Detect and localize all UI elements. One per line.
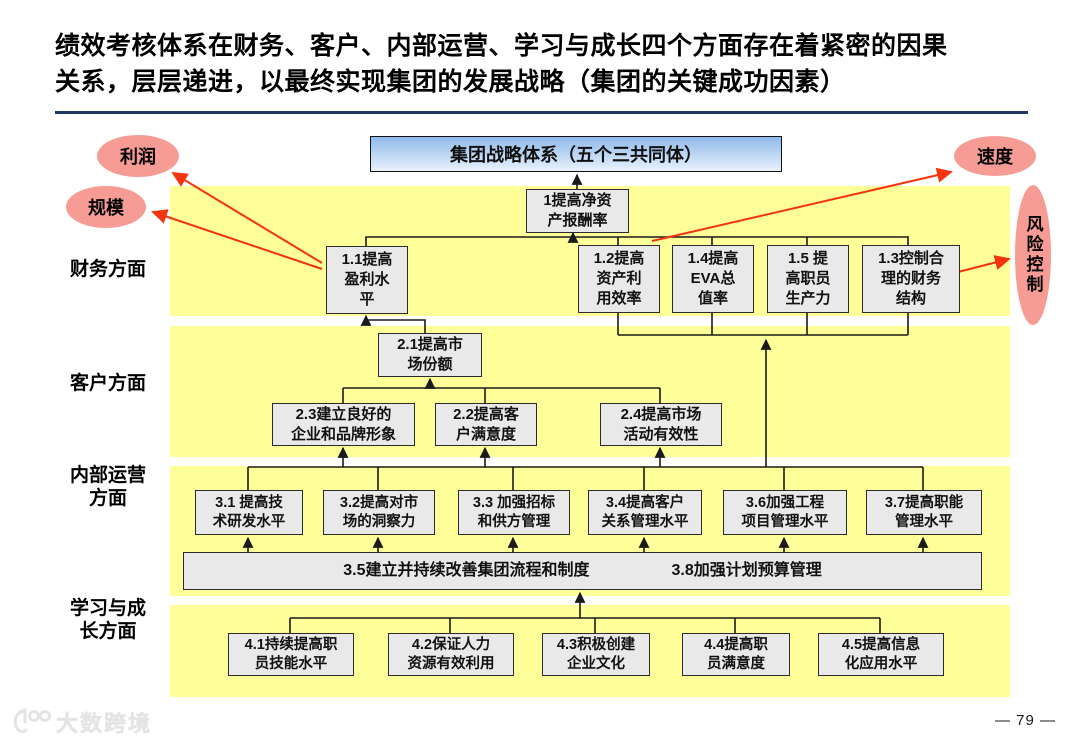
box-3-6-project-management: 3.6加强工程 项目管理水平 [723, 490, 847, 535]
strategy-system-box: 集团战略体系（五个三共同体） [370, 136, 782, 172]
box-1-1-profit-level: 1.1提高 盈利水 平 [326, 246, 408, 314]
section-label-finance: 财务方面 [69, 259, 146, 280]
box-3-5-process-label: 3.5建立并持续改善集团流程和制度 [343, 562, 590, 579]
box-1-4-eva: 1.4提高 EVA总 值率 [672, 245, 754, 313]
section-label-learning: 学习与成 长方面 [69, 598, 146, 642]
ellipse-risk-control: 风险控制 [1015, 185, 1051, 325]
box-4-3-corporate-culture: 4.3积极创建 企业文化 [542, 633, 650, 676]
box-3-4-customer-relation: 3.4提高客户 关系管理水平 [588, 490, 702, 535]
section-label-customer: 客户方面 [69, 373, 146, 394]
box-2-2-customer-satisfaction: 2.2提高客 户满意度 [435, 403, 537, 446]
ellipse-profit: 利润 [97, 135, 179, 177]
box-1-3-financial-structure: 1.3控制合 理的财务 结构 [862, 245, 960, 313]
ellipse-speed: 速度 [954, 136, 1036, 176]
box-1-2-asset-efficiency: 1.2提高 资产利 用效率 [578, 245, 660, 313]
box-4-1-staff-skills: 4.1持续提高职 员技能水平 [228, 633, 354, 676]
logo-100-icon [13, 708, 51, 734]
watermark-logo-text: 大数跨境 [56, 711, 153, 736]
box-4-4-staff-satisfaction: 4.4提高职 员满意度 [682, 633, 790, 676]
slide-title: 绩效考核体系在财务、客户、内部运营、学习与成长四个方面存在着紧密的因果 关系，层… [55, 28, 1030, 100]
box-2-4-marketing-effectiveness: 2.4提高市场 活动有效性 [600, 403, 722, 446]
box-3-2-market-insight: 3.2提高对市 场的洞察力 [323, 490, 435, 535]
box-4-5-informatization: 4.5提高信息 化应用水平 [818, 633, 944, 676]
title-divider [55, 111, 1028, 114]
box-3-7-functional-management: 3.7提高职能 管理水平 [866, 490, 982, 535]
box-3-5-3-8-process-budget: 3.5建立并持续改善集团流程和制度 3.8加强计划预算管理 [183, 552, 982, 590]
box-1-roe: 1提高净资 产报酬率 [526, 189, 629, 233]
slide-title-line1: 绩效考核体系在财务、客户、内部运营、学习与成长四个方面存在着紧密的因果 [55, 32, 948, 60]
slide-title-line2: 关系，层层递进，以最终实现集团的发展战略（集团的关键成功因素） [55, 68, 846, 96]
box-1-5-staff-productivity: 1.5 提 高职员 生产力 [767, 245, 849, 313]
ellipse-scale: 规模 [66, 186, 146, 228]
section-label-internal: 内部运营 方面 [69, 465, 146, 509]
box-3-1-rd-level: 3.1 提高技 术研发水平 [195, 490, 303, 535]
box-4-2-hr-utilization: 4.2保证人力 资源有效利用 [388, 633, 514, 676]
box-3-3-bidding-supplier: 3.3 加强招标 和供方管理 [458, 490, 570, 535]
box-2-1-market-share: 2.1提高市 场份额 [378, 333, 482, 377]
watermark-logo: 大数跨境 [12, 706, 152, 738]
box-3-8-budget-label: 3.8加强计划预算管理 [671, 562, 822, 579]
page-number: — 79 — [994, 712, 1056, 729]
box-2-3-brand-image: 2.3建立良好的 企业和品牌形象 [272, 403, 415, 446]
